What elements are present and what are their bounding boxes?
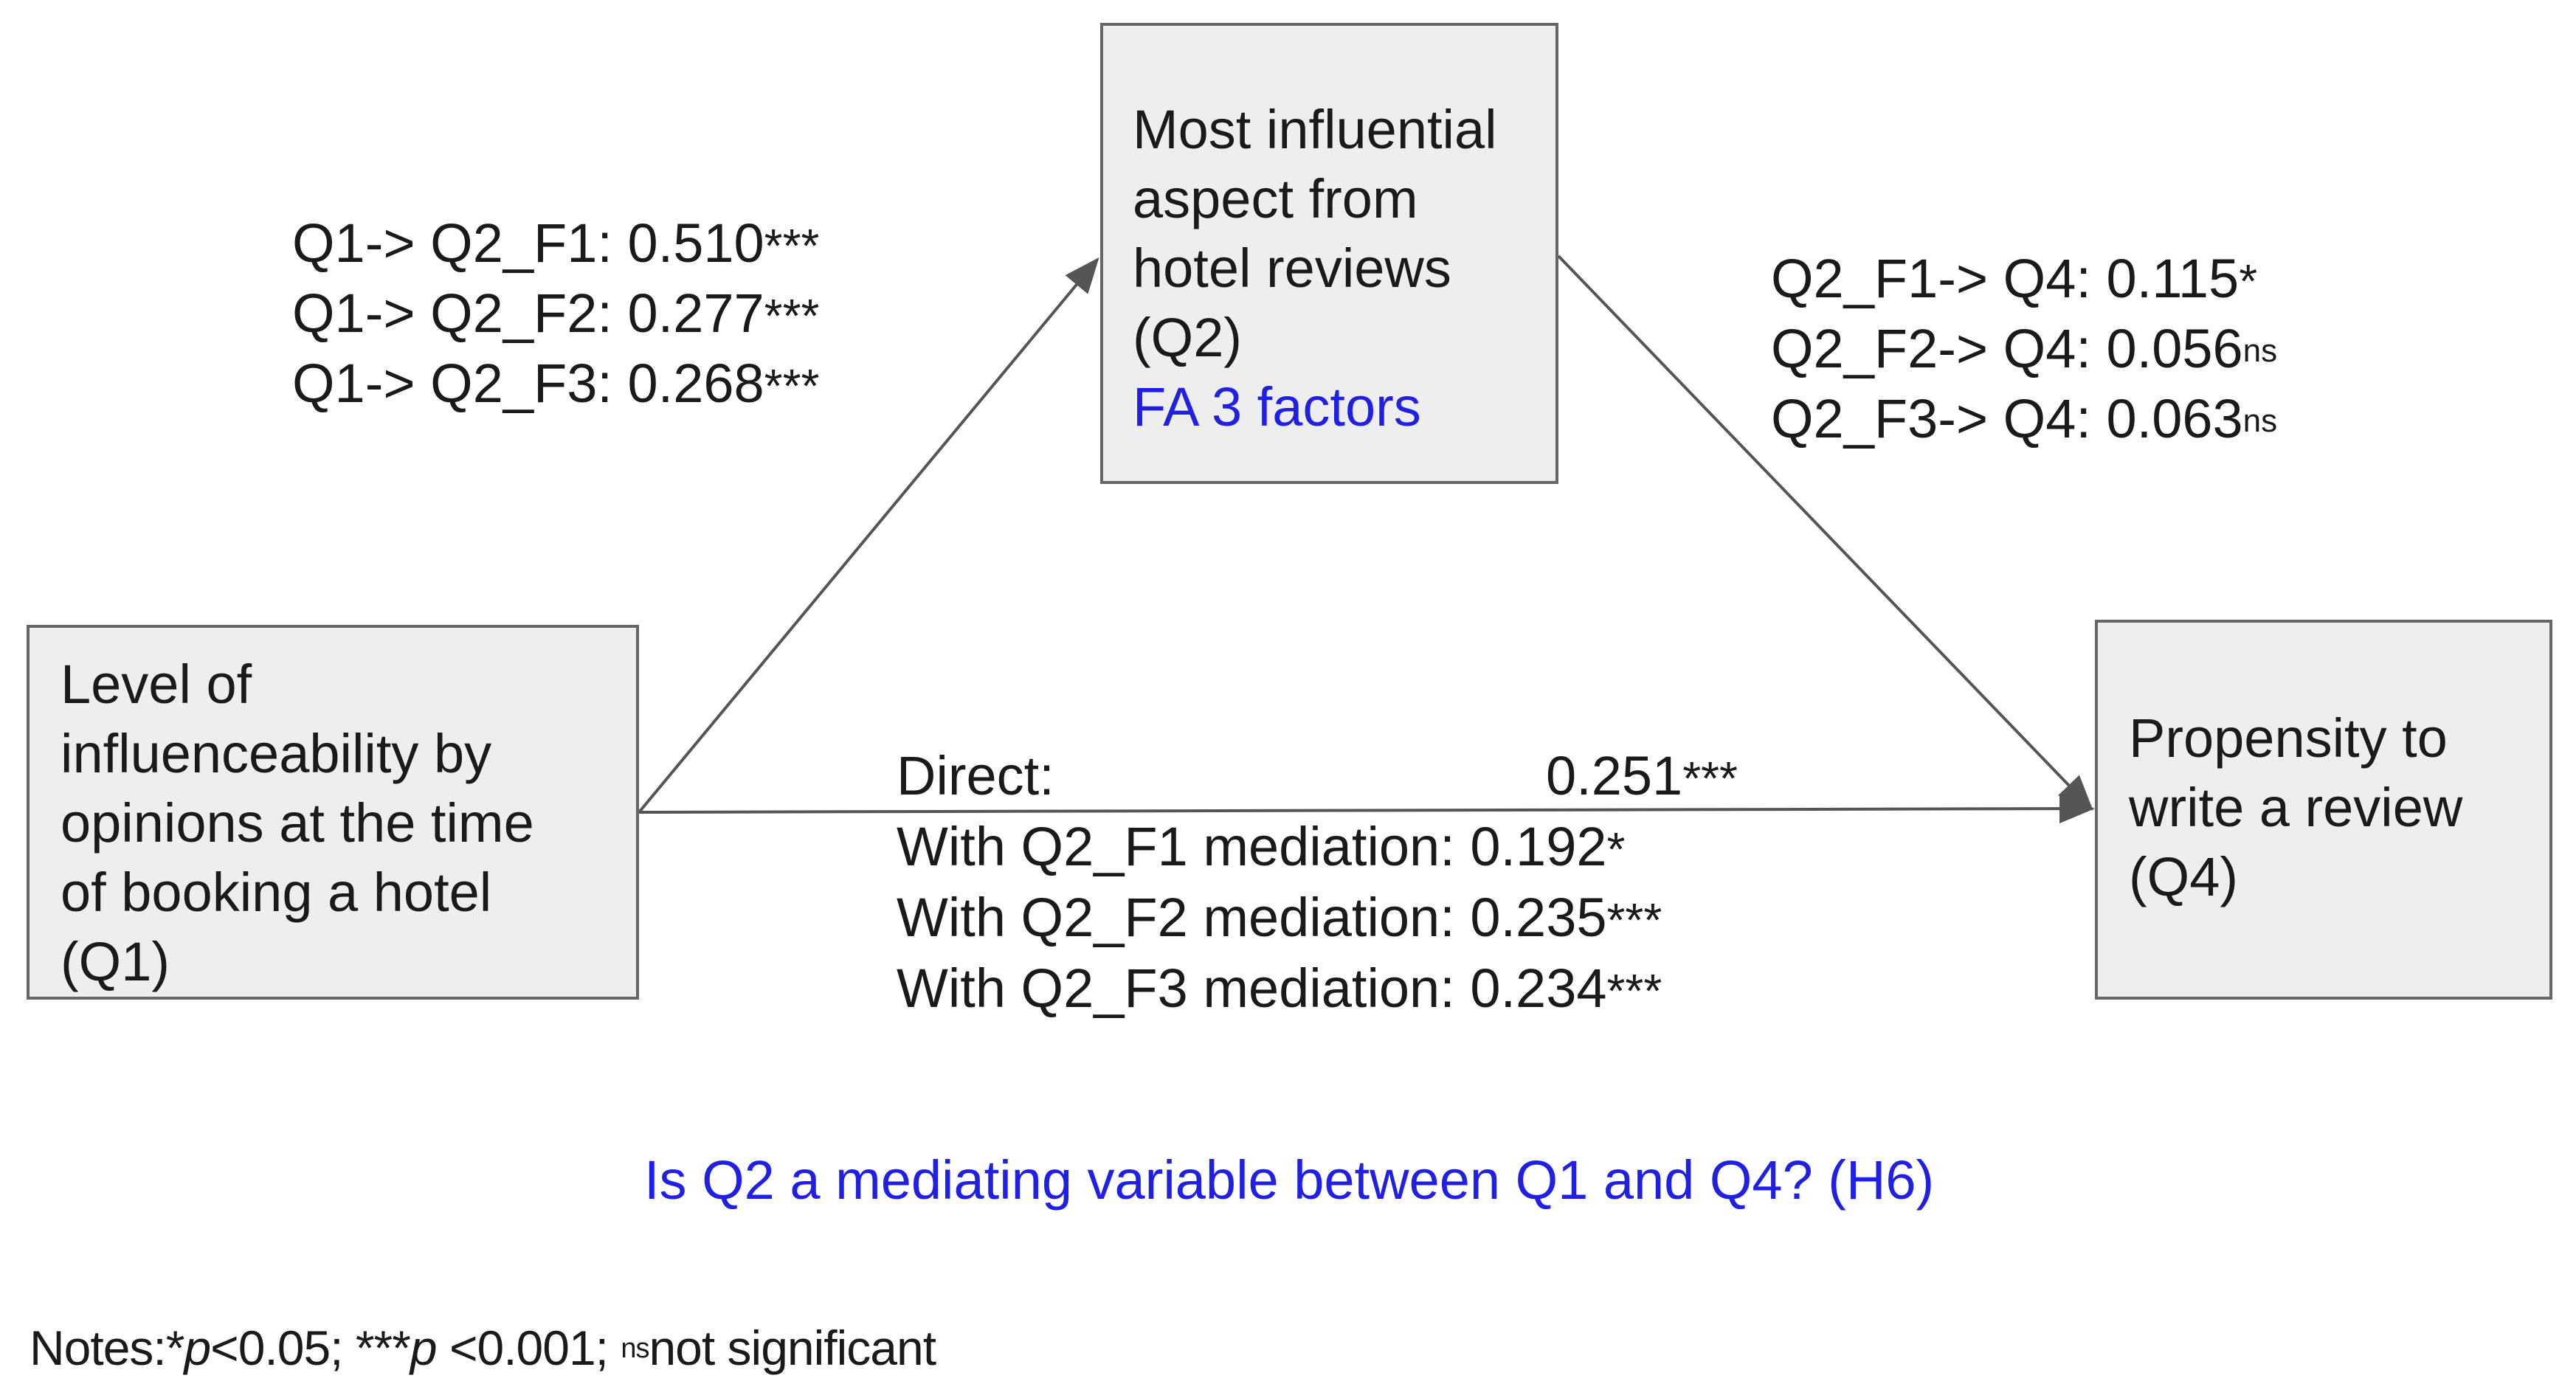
node-q2-line: Most influential [1133,99,1497,160]
mediated-effect: With Q2_F2 mediation: 0.235*** [897,887,1662,948]
direct-effect: Direct: 0.251*** [897,745,1738,806]
node-q4-line: write a review [2129,777,2463,838]
node-q2-line: hotel reviews [1133,238,1451,299]
path-coefficient: Q2_F1-> Q4: 0.115* [1771,248,2258,309]
arrow-q1-to-q2 [638,257,1099,814]
path-coefficient: Q1-> Q2_F3: 0.268*** [292,353,820,414]
node-q2-note: FA 3 factors [1133,376,1421,437]
node-q1-line: influenceability by [61,723,492,784]
node-q1-line: (Q1) [61,931,170,992]
arrow-q1-to-q4 [638,794,2095,824]
node-q2-line: aspect from [1133,168,1418,229]
node-q4: Propensity to write a review (Q4) [2095,620,2552,1000]
path-labels-q1-q4: Direct: 0.251*** With Q2_F1 mediation: 0… [897,741,1738,1024]
path-labels-q2-q4: Q2_F1-> Q4: 0.115* Q2_F2-> Q4: 0.056ns Q… [1771,243,2277,454]
path-labels-q1-q2: Q1-> Q2_F1: 0.510*** Q1-> Q2_F2: 0.277**… [292,208,819,418]
arrow-q2-to-q4 [1557,255,2093,811]
node-q2-line: (Q2) [1133,307,1242,368]
path-coefficient: Q2_F3-> Q4: 0.063ns [1771,388,2278,449]
node-q1: Level of influenceability by opinions at… [27,625,639,1000]
node-q4-line: Propensity to [2129,707,2448,769]
path-coefficient: Q2_F2-> Q4: 0.056ns [1771,318,2278,379]
node-q2: Most influential aspect from hotel revie… [1100,23,1558,484]
node-q4-line: (Q4) [2129,846,2238,907]
mediated-effect: With Q2_F1 mediation: 0.192* [897,816,1626,877]
node-q1-line: opinions at the time [61,792,534,854]
footnote: Notes:*p<0.05; ***p <0.001; nsnot signif… [30,1321,936,1375]
path-coefficient: Q1-> Q2_F1: 0.510*** [292,212,820,274]
node-q1-line: of booking a hotel [61,862,492,923]
path-coefficient: Q1-> Q2_F2: 0.277*** [292,283,820,344]
hypothesis-question: Is Q2 a mediating variable between Q1 an… [644,1149,1935,1211]
mediated-effect: With Q2_F3 mediation: 0.234*** [897,958,1662,1019]
node-q1-line: Level of [61,654,252,715]
